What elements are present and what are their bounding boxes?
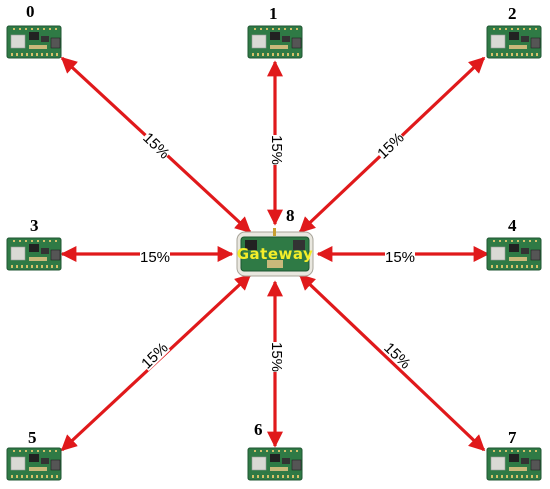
node-label-1: 1 bbox=[269, 4, 278, 23]
link-label-bg bbox=[385, 249, 415, 264]
node-board-3 bbox=[6, 237, 62, 271]
link-label-bg bbox=[381, 339, 414, 372]
link-label-bg bbox=[270, 342, 285, 372]
link-label-1: 15% bbox=[268, 135, 285, 165]
link-label-7: 15% bbox=[380, 339, 413, 372]
gateway-label: 8 bbox=[286, 206, 295, 225]
node-label-5: 5 bbox=[28, 428, 37, 447]
link-label-group-5: 15% bbox=[138, 339, 171, 372]
node-board-0 bbox=[6, 25, 62, 59]
node-board-7 bbox=[486, 447, 542, 481]
node-board-2 bbox=[486, 25, 542, 59]
node-board-1 bbox=[247, 25, 303, 59]
node-label-6: 6 bbox=[254, 420, 263, 439]
link-label-group-1: 15% bbox=[268, 135, 285, 165]
gateway-board: Gateway bbox=[236, 228, 314, 277]
link-label-bg bbox=[140, 129, 173, 162]
link-label-group-4: 15% bbox=[385, 249, 415, 266]
link-label-group-3: 15% bbox=[140, 249, 170, 266]
node-label-7: 7 bbox=[508, 428, 517, 447]
node-label-3: 3 bbox=[30, 216, 39, 235]
link-label-3: 15% bbox=[140, 249, 170, 266]
node-board-6 bbox=[247, 447, 303, 481]
link-label-6: 15% bbox=[268, 342, 285, 372]
link-arrow-7 bbox=[298, 273, 486, 452]
link-label-group-6: 15% bbox=[268, 342, 285, 372]
node-label-2: 2 bbox=[508, 4, 517, 23]
node-board-4 bbox=[486, 237, 542, 271]
node-label-4: 4 bbox=[508, 216, 517, 235]
node-label-0: 0 bbox=[26, 2, 35, 21]
link-label-bg bbox=[374, 129, 407, 162]
link-label-5: 15% bbox=[138, 339, 171, 372]
link-label-bg bbox=[140, 249, 170, 264]
gateway-text: Gateway bbox=[237, 245, 314, 263]
node-board-5 bbox=[6, 447, 62, 481]
link-label-group-7: 15% bbox=[380, 339, 413, 372]
link-label-bg bbox=[138, 339, 171, 372]
link-label-bg bbox=[270, 135, 285, 165]
link-label-4: 15% bbox=[385, 249, 415, 266]
